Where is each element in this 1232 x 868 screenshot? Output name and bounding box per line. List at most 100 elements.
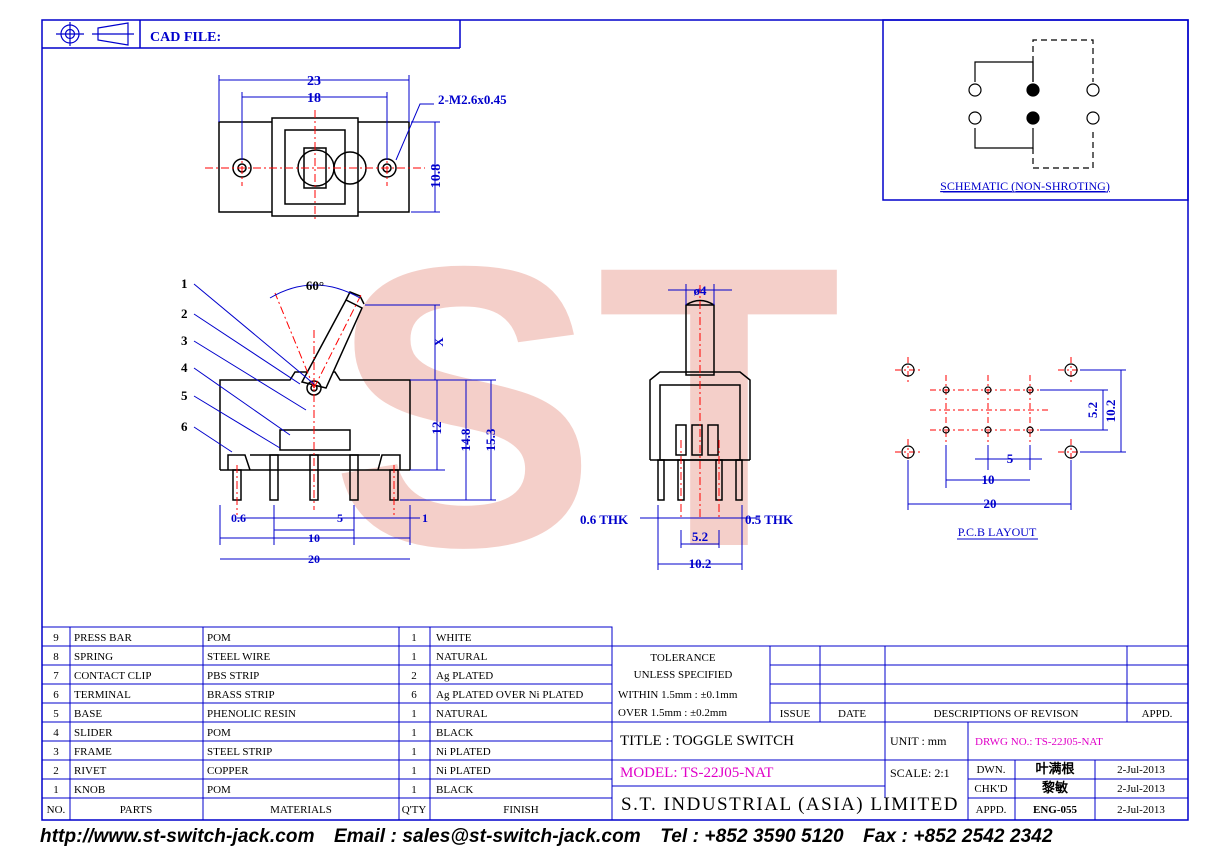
company-name: S.T. INDUSTRIAL (ASIA) LIMITED — [621, 794, 959, 815]
bom-cell-part: FRAME — [74, 746, 112, 758]
bom-cell-qty: 6 — [411, 689, 417, 701]
tolerance-within: WITHIN 1.5mm : ±0.1mm — [618, 689, 738, 701]
scale-label: SCALE: 2:1 — [890, 766, 950, 780]
bom-header-no: NO. — [47, 804, 66, 816]
watermark-text: ST — [330, 183, 841, 630]
pcb-dim-5-2: 5.2 — [1085, 402, 1100, 418]
bom-cell-no: 3 — [53, 746, 59, 758]
bom-header-finish: FINISH — [503, 804, 539, 816]
bom-cell-qty: 1 — [411, 651, 417, 663]
bom-cell-finish: Ag PLATED — [436, 670, 493, 682]
bom-cell-part: PRESS BAR — [74, 632, 132, 644]
chk-date: 2-Jul-2013 — [1117, 783, 1165, 795]
revision-date: DATE — [838, 708, 866, 720]
bom-cell-part: SPRING — [74, 651, 113, 663]
bom-cell-qty: 2 — [411, 670, 417, 682]
dwn-date: 2-Jul-2013 — [1117, 764, 1165, 776]
unit-label: UNIT : mm — [890, 734, 947, 748]
chk-label: CHK'D — [974, 783, 1007, 795]
email-link[interactable]: Email : sales@st-switch-jack.com — [333, 826, 641, 847]
callout-5: 5 — [181, 388, 188, 403]
bom-cell-no: 8 — [53, 651, 59, 663]
drawing-title: TITLE : TOGGLE SWITCH — [620, 733, 794, 749]
top-view-dims — [218, 75, 440, 213]
bom-header-materials: MATERIALS — [270, 804, 332, 816]
dwn-name: 叶满根 — [1035, 761, 1075, 777]
bom-cell-part: KNOB — [74, 784, 105, 796]
website-link[interactable]: http://www.st-switch-jack.com — [40, 826, 315, 847]
dim-10-2-end: 10.2 — [689, 556, 712, 571]
model-label: MODEL: TS-22J05-NAT — [620, 765, 773, 781]
tolerance-over: OVER 1.5mm : ±0.2mm — [618, 707, 727, 719]
bom-cell-part: BASE — [74, 708, 102, 720]
telephone: Tel : +852 3590 5120 — [660, 826, 844, 847]
cad-file-label: CAD FILE: — [150, 30, 221, 45]
bom-cell-part: TERMINAL — [74, 689, 131, 701]
dim-10-8: 10.8 — [429, 164, 444, 189]
callout-4: 4 — [181, 360, 188, 375]
bom-cell-qty: 1 — [411, 632, 417, 644]
pcb-dim-20: 20 — [984, 496, 997, 511]
bom-cell-no: 6 — [53, 689, 59, 701]
callout-6: 6 — [181, 419, 188, 434]
schematic-caption: SCHEMATIC (NON-SHROTING) — [940, 179, 1110, 193]
bom-headers: NO. PARTS MATERIALS Q'TY FINISH — [47, 804, 539, 816]
tolerance-title: TOLERANCE — [650, 652, 715, 664]
bom-cell-finish: BLACK — [436, 784, 473, 796]
revision-desc: DESCRIPTIONS OF REVISON — [934, 708, 1079, 720]
dim-18: 18 — [307, 91, 321, 106]
dwn-label: DWN. — [976, 764, 1005, 776]
dim-10-side: 10 — [308, 531, 320, 545]
title-block-frame — [611, 645, 1189, 821]
side-view — [219, 291, 411, 501]
bom-cell-qty: 1 — [411, 727, 417, 739]
appd-name: ENG-055 — [1033, 804, 1078, 816]
end-view-dims — [640, 284, 760, 570]
dim-15-3: 15.3 — [483, 428, 498, 451]
appd-label: APPD. — [976, 804, 1007, 816]
revision-appd: APPD. — [1142, 708, 1173, 720]
dim-x: X — [431, 337, 446, 347]
appd-date: 2-Jul-2013 — [1117, 804, 1165, 816]
bom-cell-no: 4 — [53, 727, 59, 739]
bom-cell-finish: Ag PLATED OVER Ni PLATED — [436, 689, 583, 701]
bom-cell-material: POM — [207, 784, 231, 796]
bom-cell-material: STEEL WIRE — [207, 651, 271, 663]
dim-thk-0-6: 0.6 THK — [580, 512, 629, 527]
tolerance-subtitle: UNLESS SPECIFIED — [634, 669, 733, 681]
side-view-dims — [193, 283, 496, 545]
pcb-dim-10-2: 10.2 — [1103, 400, 1118, 423]
bom-cell-finish: WHITE — [436, 632, 472, 644]
bom-cell-finish: Ni PLATED — [436, 746, 491, 758]
bom-cell-no: 5 — [53, 708, 59, 720]
chk-name: 黎敏 — [1042, 780, 1069, 796]
schematic-frame — [882, 19, 1189, 201]
dim-dia-4: ø4 — [694, 283, 708, 298]
thread-note: 2-M2.6x0.45 — [438, 92, 507, 107]
bom-cell-no: 1 — [53, 784, 59, 796]
bom-cell-material: POM — [207, 727, 231, 739]
bom-cell-qty: 1 — [411, 765, 417, 777]
bom-cell-material: STEEL STRIP — [207, 746, 272, 758]
bom-cell-part: RIVET — [74, 765, 107, 777]
bom-cell-material: PBS STRIP — [207, 670, 259, 682]
dim-5-2-end: 5.2 — [692, 529, 708, 544]
projection-symbol-icon — [56, 22, 134, 46]
dim-23: 23 — [307, 74, 321, 89]
bom-cell-material: POM — [207, 632, 231, 644]
callout-1: 1 — [181, 276, 188, 291]
bom-cell-material: PHENOLIC RESIN — [207, 708, 296, 720]
revision-issue: ISSUE — [780, 708, 811, 720]
bom-cell-material: BRASS STRIP — [207, 689, 275, 701]
schematic-diagram — [968, 39, 1100, 169]
bom-cell-finish: NATURAL — [436, 708, 488, 720]
bom-cell-part: SLIDER — [74, 727, 113, 739]
pcb-dim-5: 5 — [1007, 451, 1014, 466]
bom-cell-qty: 1 — [411, 746, 417, 758]
bom-cell-finish: NATURAL — [436, 651, 488, 663]
pcb-dim-10: 10 — [982, 472, 995, 487]
bom-table — [41, 626, 613, 821]
angle-60: 60° — [306, 278, 324, 293]
drawing-number: DRWG NO.: TS-22J05-NAT — [975, 736, 1103, 748]
